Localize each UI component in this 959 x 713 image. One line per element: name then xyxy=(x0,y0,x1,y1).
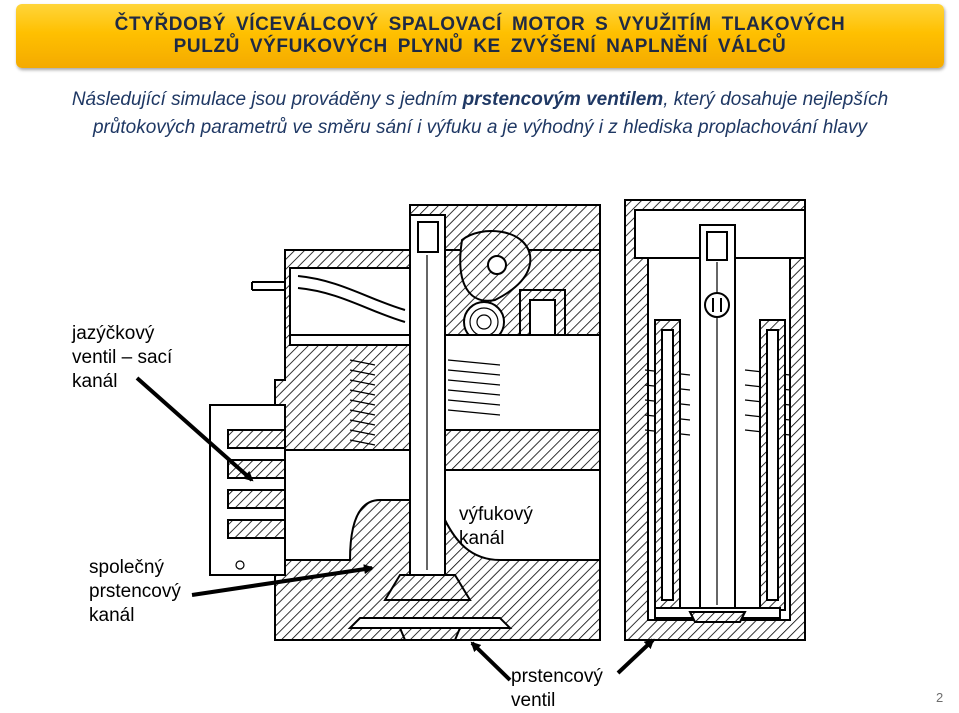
title-banner: ČTYŘDOBÝ VÍCEVÁLCOVÝ SPALOVACÍ MOTOR S V… xyxy=(16,4,944,68)
label-common-channel: společný prstencový kanál xyxy=(89,557,181,626)
arrow-ring-valve-right xyxy=(616,638,655,675)
right-head-section xyxy=(624,199,806,641)
intro-text-start: Následující simulace jsou prováděny s je… xyxy=(71,89,463,110)
intro-paragraph: Následující simulace jsou prováděny s je… xyxy=(20,86,940,142)
arrow-common-channel xyxy=(191,564,374,597)
title-line-1: ČTYŘDOBÝ VÍCEVÁLCOVÝ SPALOVACÍ MOTOR S V… xyxy=(114,14,846,35)
arrow-reed-valve xyxy=(135,376,254,482)
intro-emphasis: prstencovým ventilem xyxy=(462,89,664,110)
reed-valve-block xyxy=(209,404,286,576)
arrow-ring-valve-left xyxy=(470,641,512,682)
label-exhaust-channel: výfukový kanál xyxy=(459,504,533,549)
label-ring-valve: prstencový ventil xyxy=(511,666,603,711)
page-number: 2 xyxy=(936,690,944,705)
label-reed-valve: jazýčkový ventil – sací kanál xyxy=(72,323,173,392)
left-head-section xyxy=(209,204,601,641)
title-line-2: PULZŮ VÝFUKOVÝCH PLYNŮ KE ZVÝŠENÍ NAPLNĚ… xyxy=(173,36,787,57)
intro-text-end: , který dosahuje nejlepších průtokových … xyxy=(92,89,889,138)
